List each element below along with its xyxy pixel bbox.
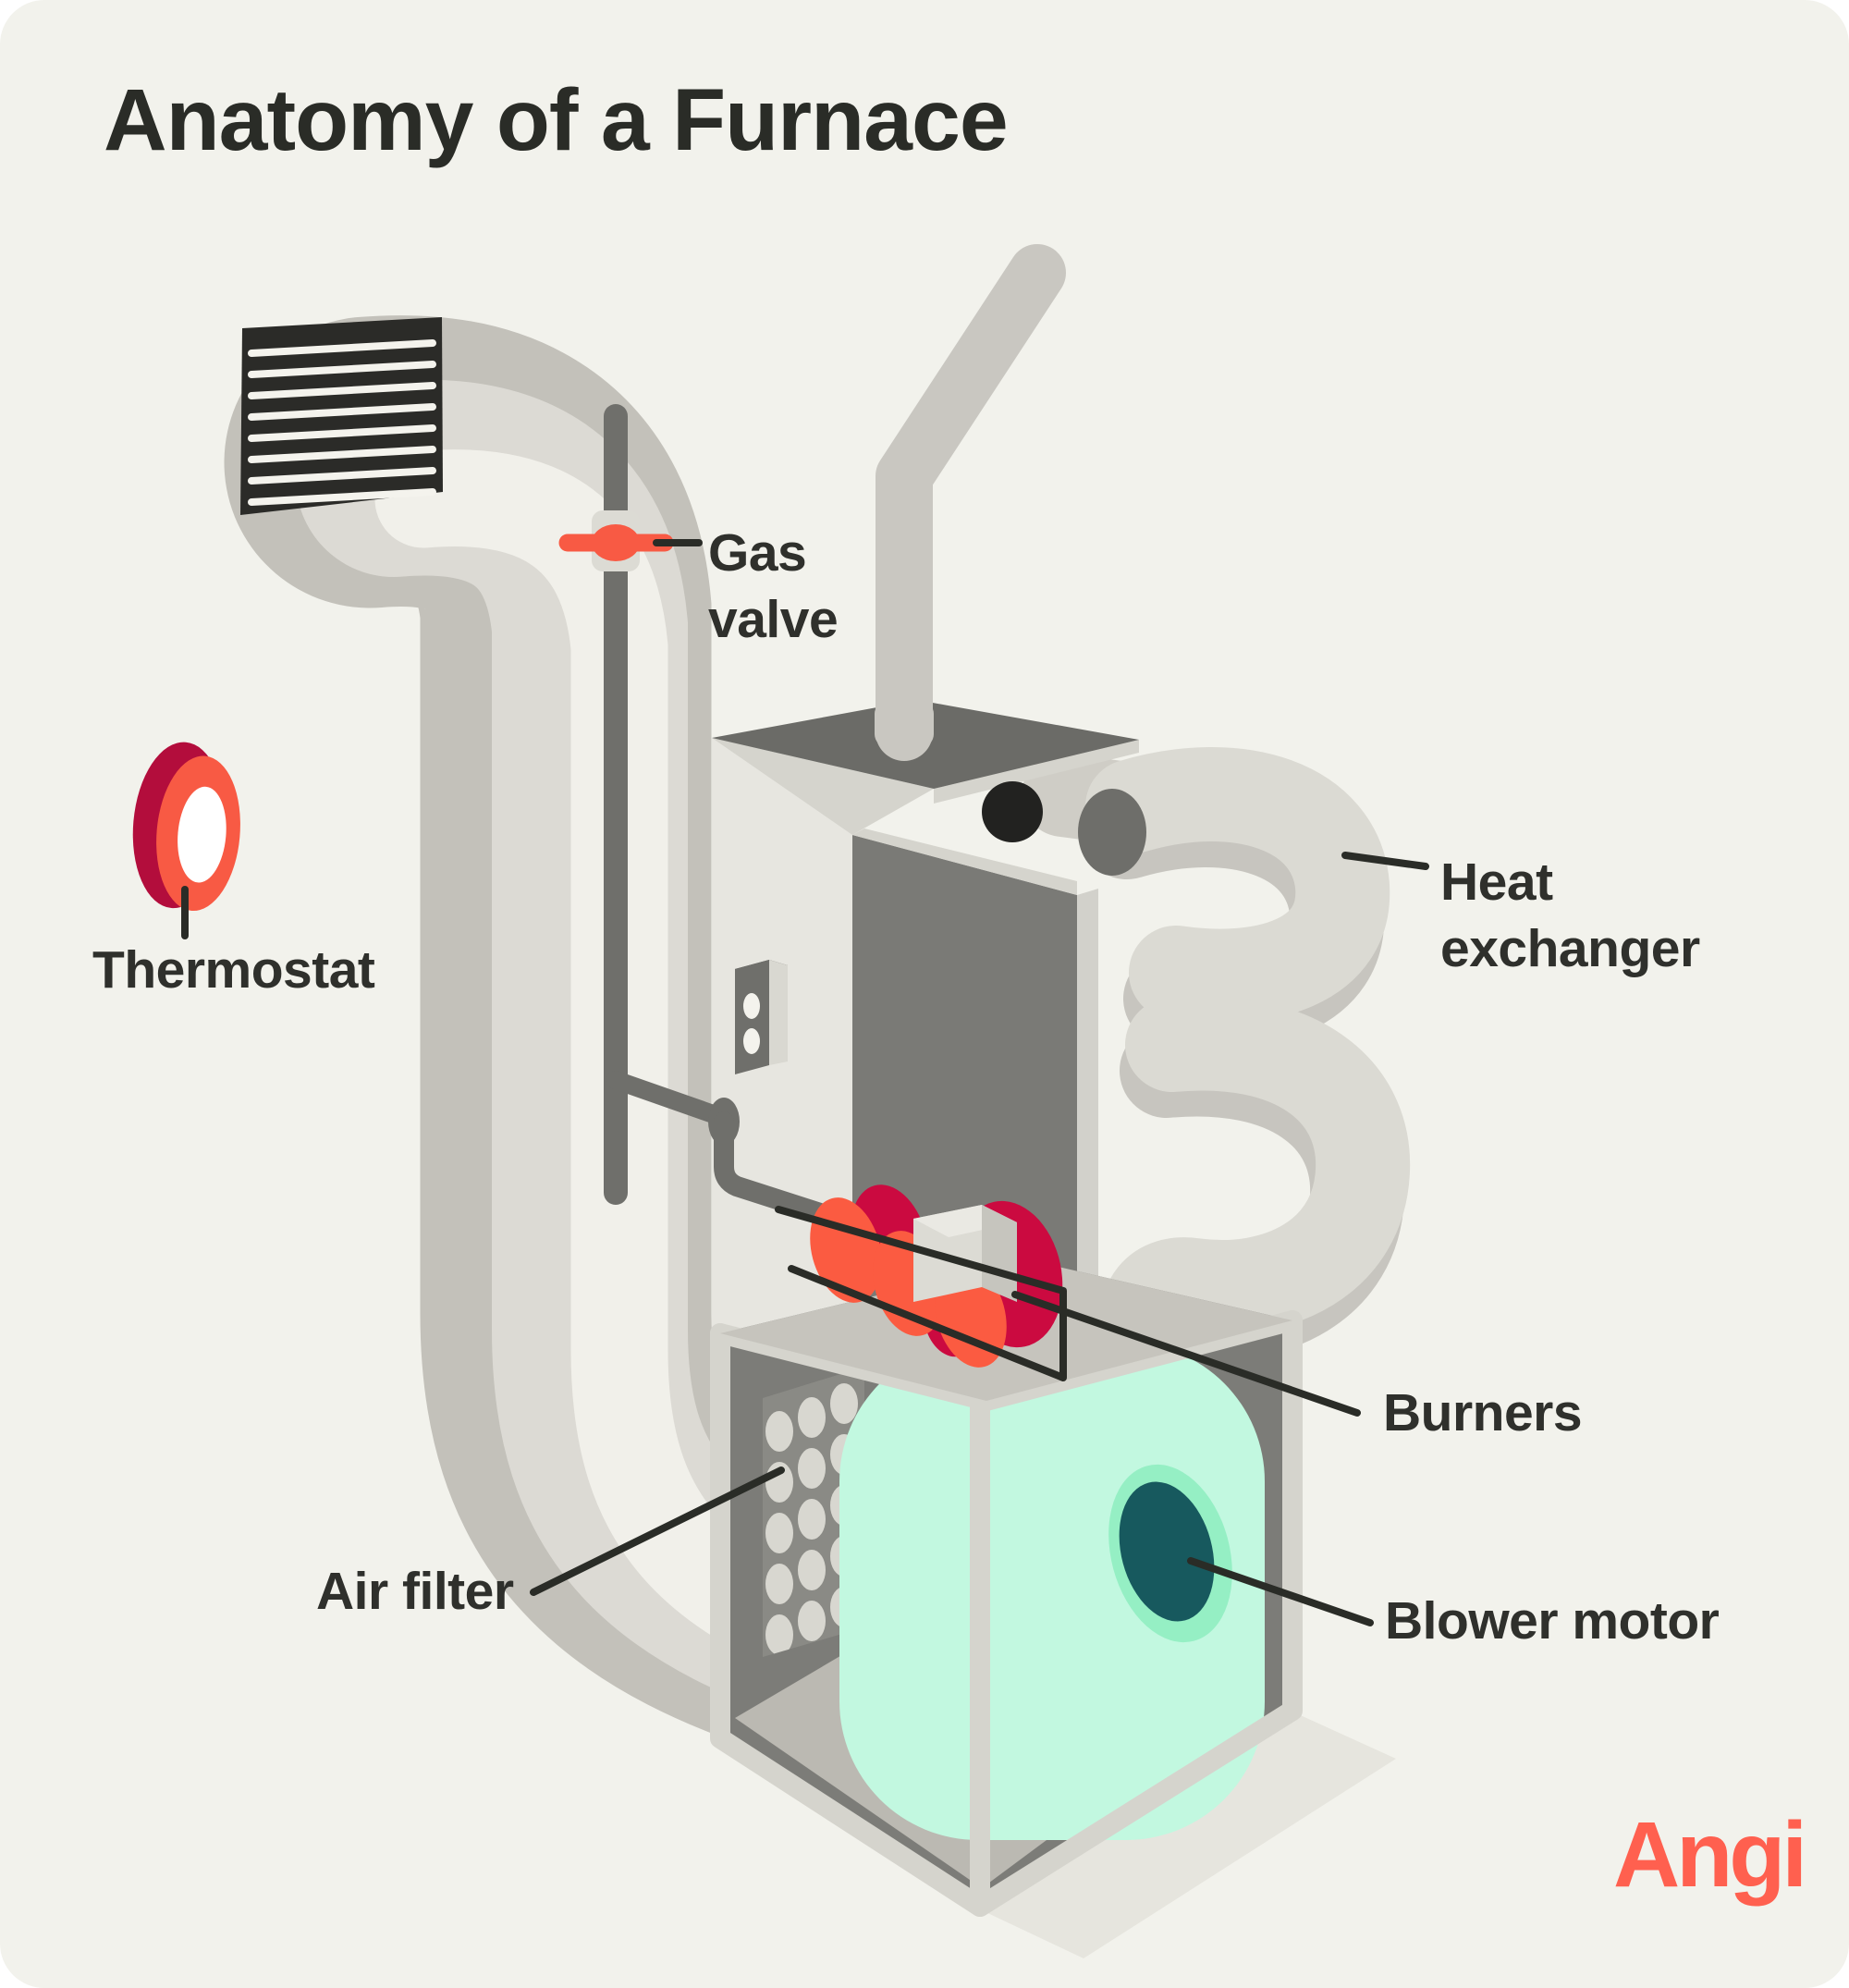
control-box-side	[769, 960, 788, 1065]
exchanger-port-dark	[982, 781, 1043, 842]
air-filter-holes	[765, 1383, 858, 1655]
heat-exchanger-leader	[1341, 852, 1429, 870]
flue-pipe	[876, 244, 1066, 761]
label-burners: Burners	[1383, 1383, 1582, 1442]
furnace-front-top-highlight	[852, 828, 1077, 895]
flue-collar	[875, 701, 934, 747]
blower-wheel	[839, 1343, 1265, 1840]
label-blower-motor: Blower motor	[1385, 1591, 1720, 1651]
label-heat-exchanger-line1: Heat	[1440, 853, 1553, 912]
grille-slats	[248, 339, 436, 506]
burners-leader	[1011, 1291, 1361, 1417]
page-title: Anatomy of a Furnace	[104, 71, 1008, 169]
gas-pipe-drop	[714, 1111, 939, 1258]
exchanger-coil	[1085, 747, 1411, 1386]
gas-valve-handle-hub	[592, 524, 640, 561]
control-box-light-2	[743, 1028, 760, 1054]
gas-valve-icon	[558, 510, 674, 571]
angi-logo: Angi	[1613, 1803, 1804, 1907]
furnace-top-bevel-right	[934, 740, 1139, 804]
furnace-top-bevel-left	[712, 738, 934, 835]
label-gas-valve-line2: valve	[708, 590, 838, 649]
floor-shadow	[982, 1712, 1396, 1958]
exchanger-port-gray	[1078, 789, 1146, 876]
air-filter-panel	[763, 1367, 864, 1657]
air-filter-leader	[530, 1466, 785, 1596]
part-labels: Thermostat Gas valve Heat exchanger Burn…	[92, 523, 1720, 1651]
label-air-filter: Air filter	[316, 1562, 514, 1621]
blower-motor-hub	[1119, 1481, 1215, 1622]
thermostat-dial	[178, 786, 227, 883]
control-box-light-1	[743, 993, 760, 1019]
thermostat-icon	[132, 742, 240, 912]
label-heat-exchanger-line2: exchanger	[1440, 919, 1700, 978]
leader-lines	[181, 539, 1429, 1626]
label-gas-valve-line1: Gas	[708, 523, 806, 583]
blower-motor-leader	[1187, 1557, 1374, 1626]
gas-branch-pipe	[606, 1071, 730, 1126]
furnace-right-return	[1077, 889, 1098, 1322]
supply-vent-grille	[240, 317, 443, 515]
label-thermostat: Thermostat	[92, 940, 375, 1000]
gas-pipe	[558, 404, 939, 1258]
control-box	[735, 960, 788, 1074]
burners-bracket	[775, 1206, 1067, 1381]
